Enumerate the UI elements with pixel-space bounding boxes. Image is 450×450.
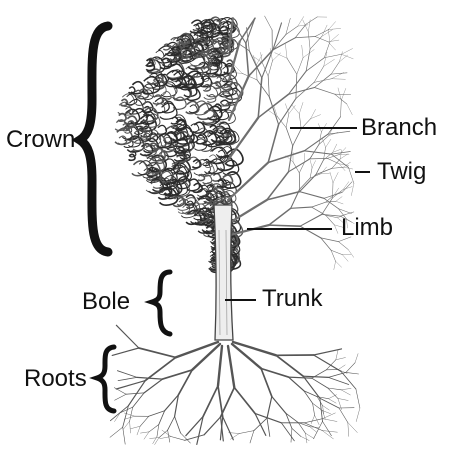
label-roots: Roots bbox=[24, 365, 87, 392]
label-bole: Bole bbox=[82, 288, 131, 315]
label-crown: Crown bbox=[6, 126, 76, 153]
leader-lines bbox=[225, 127, 370, 301]
label-trunk: Trunk bbox=[262, 285, 323, 312]
label-limb: Limb bbox=[341, 214, 394, 241]
label-twig: Twig bbox=[377, 158, 427, 185]
bracket-roots bbox=[89, 344, 117, 414]
bracket-bole bbox=[144, 269, 173, 337]
bare-branches bbox=[205, 15, 355, 270]
roots-drawing bbox=[109, 324, 361, 445]
label-branch: Branch bbox=[361, 114, 438, 141]
bracket-crown bbox=[71, 21, 113, 257]
trunk-drawing bbox=[213, 204, 234, 341]
